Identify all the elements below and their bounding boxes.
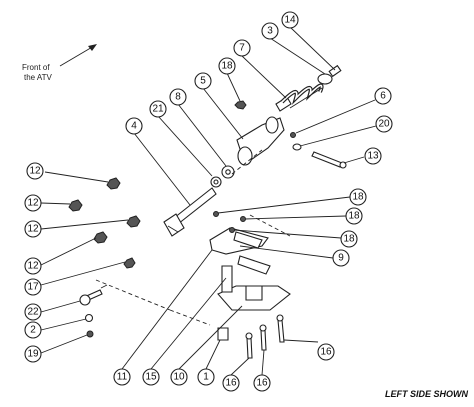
front-note-line2: the ATV xyxy=(24,73,53,82)
callout-label: 22 xyxy=(27,307,39,318)
washer-parts xyxy=(210,165,235,188)
callout-label: 3 xyxy=(267,26,273,37)
callout-label: 18 xyxy=(348,211,360,222)
callout-label: 4 xyxy=(131,121,137,132)
spring-cap-part xyxy=(317,64,342,85)
callout-label: 14 xyxy=(284,15,296,26)
callout-label: 12 xyxy=(27,224,39,235)
callout-label: 12 xyxy=(27,261,39,272)
callout-10: 10 xyxy=(170,368,188,386)
callout-21: 21 xyxy=(149,100,167,118)
callout-label: 5 xyxy=(200,76,206,87)
callout-label: 9 xyxy=(338,253,344,264)
carriage-part xyxy=(217,255,291,311)
callout-label: 11 xyxy=(117,372,128,383)
lower-bolt-parts xyxy=(79,284,108,338)
callout-11: 11 xyxy=(113,368,131,386)
callout-label: 21 xyxy=(152,104,164,115)
callout-label: 16 xyxy=(320,347,332,358)
callout-label: 15 xyxy=(145,372,157,383)
callout-label: 12 xyxy=(29,166,41,177)
callout-label: 19 xyxy=(27,349,39,360)
callout-15: 15 xyxy=(142,368,160,386)
front-note-line1: Front of xyxy=(22,63,50,72)
callout-label: 8 xyxy=(175,92,181,103)
callout-18-c: 18 xyxy=(340,230,358,248)
callout-label: 6 xyxy=(380,91,386,102)
callout-8: 8 xyxy=(169,88,187,106)
callout-2: 2 xyxy=(24,321,42,339)
callout-14: 14 xyxy=(281,11,299,29)
leader-lines xyxy=(40,26,377,376)
top-nut-part xyxy=(234,100,247,110)
bracket-part xyxy=(209,211,269,255)
callout-6: 6 xyxy=(374,87,392,105)
front-of-atv-note: Front of the ATV xyxy=(22,44,97,82)
callout-12-c: 12 xyxy=(24,220,42,238)
callout-3: 3 xyxy=(261,22,279,40)
callout-18-a: 18 xyxy=(349,188,367,206)
left-side-caption: LEFT SIDE SHOWN xyxy=(385,389,469,399)
callout-label: 16 xyxy=(256,378,268,389)
shock-housing-part xyxy=(236,116,285,166)
callout-label: 18 xyxy=(343,234,355,245)
spring-part xyxy=(275,83,324,112)
callout-label: 7 xyxy=(239,43,245,54)
callout-label: 13 xyxy=(367,151,379,162)
callout-label: 16 xyxy=(225,378,237,389)
callout-label: 2 xyxy=(30,325,36,336)
callout-label: 17 xyxy=(27,282,39,293)
callout-20: 20 xyxy=(375,115,393,133)
callout-13: 13 xyxy=(364,147,382,165)
callout-18-b: 18 xyxy=(345,207,363,225)
callout-18-top: 18 xyxy=(218,57,236,75)
callout-7: 7 xyxy=(233,39,251,57)
callout-1: 1 xyxy=(197,368,215,386)
shaft-part xyxy=(163,187,217,237)
callout-16-a: 16 xyxy=(222,374,240,392)
callout-9: 9 xyxy=(332,249,350,267)
lower-bolts-parts xyxy=(217,314,285,359)
callout-12-b: 12 xyxy=(24,194,42,212)
callout-22: 22 xyxy=(24,303,42,321)
callout-12-d: 12 xyxy=(24,257,42,275)
callout-5: 5 xyxy=(194,72,212,90)
callout-label: 18 xyxy=(221,61,233,72)
callout-17: 17 xyxy=(24,278,42,296)
callout-4: 4 xyxy=(125,117,143,135)
callout-label: 20 xyxy=(378,119,390,130)
callout-16-c: 16 xyxy=(317,343,335,361)
callout-label: 10 xyxy=(173,372,185,383)
callout-19: 19 xyxy=(24,345,42,363)
left-nut-parts xyxy=(68,177,141,269)
callout-12-a: 12 xyxy=(26,162,44,180)
parts-drawing xyxy=(68,64,347,359)
pivot-pin-parts xyxy=(290,132,347,169)
callout-label: 1 xyxy=(203,372,209,383)
callout-label: 12 xyxy=(27,198,39,209)
callout-label: 18 xyxy=(352,192,364,203)
callout-16-b: 16 xyxy=(253,374,271,392)
